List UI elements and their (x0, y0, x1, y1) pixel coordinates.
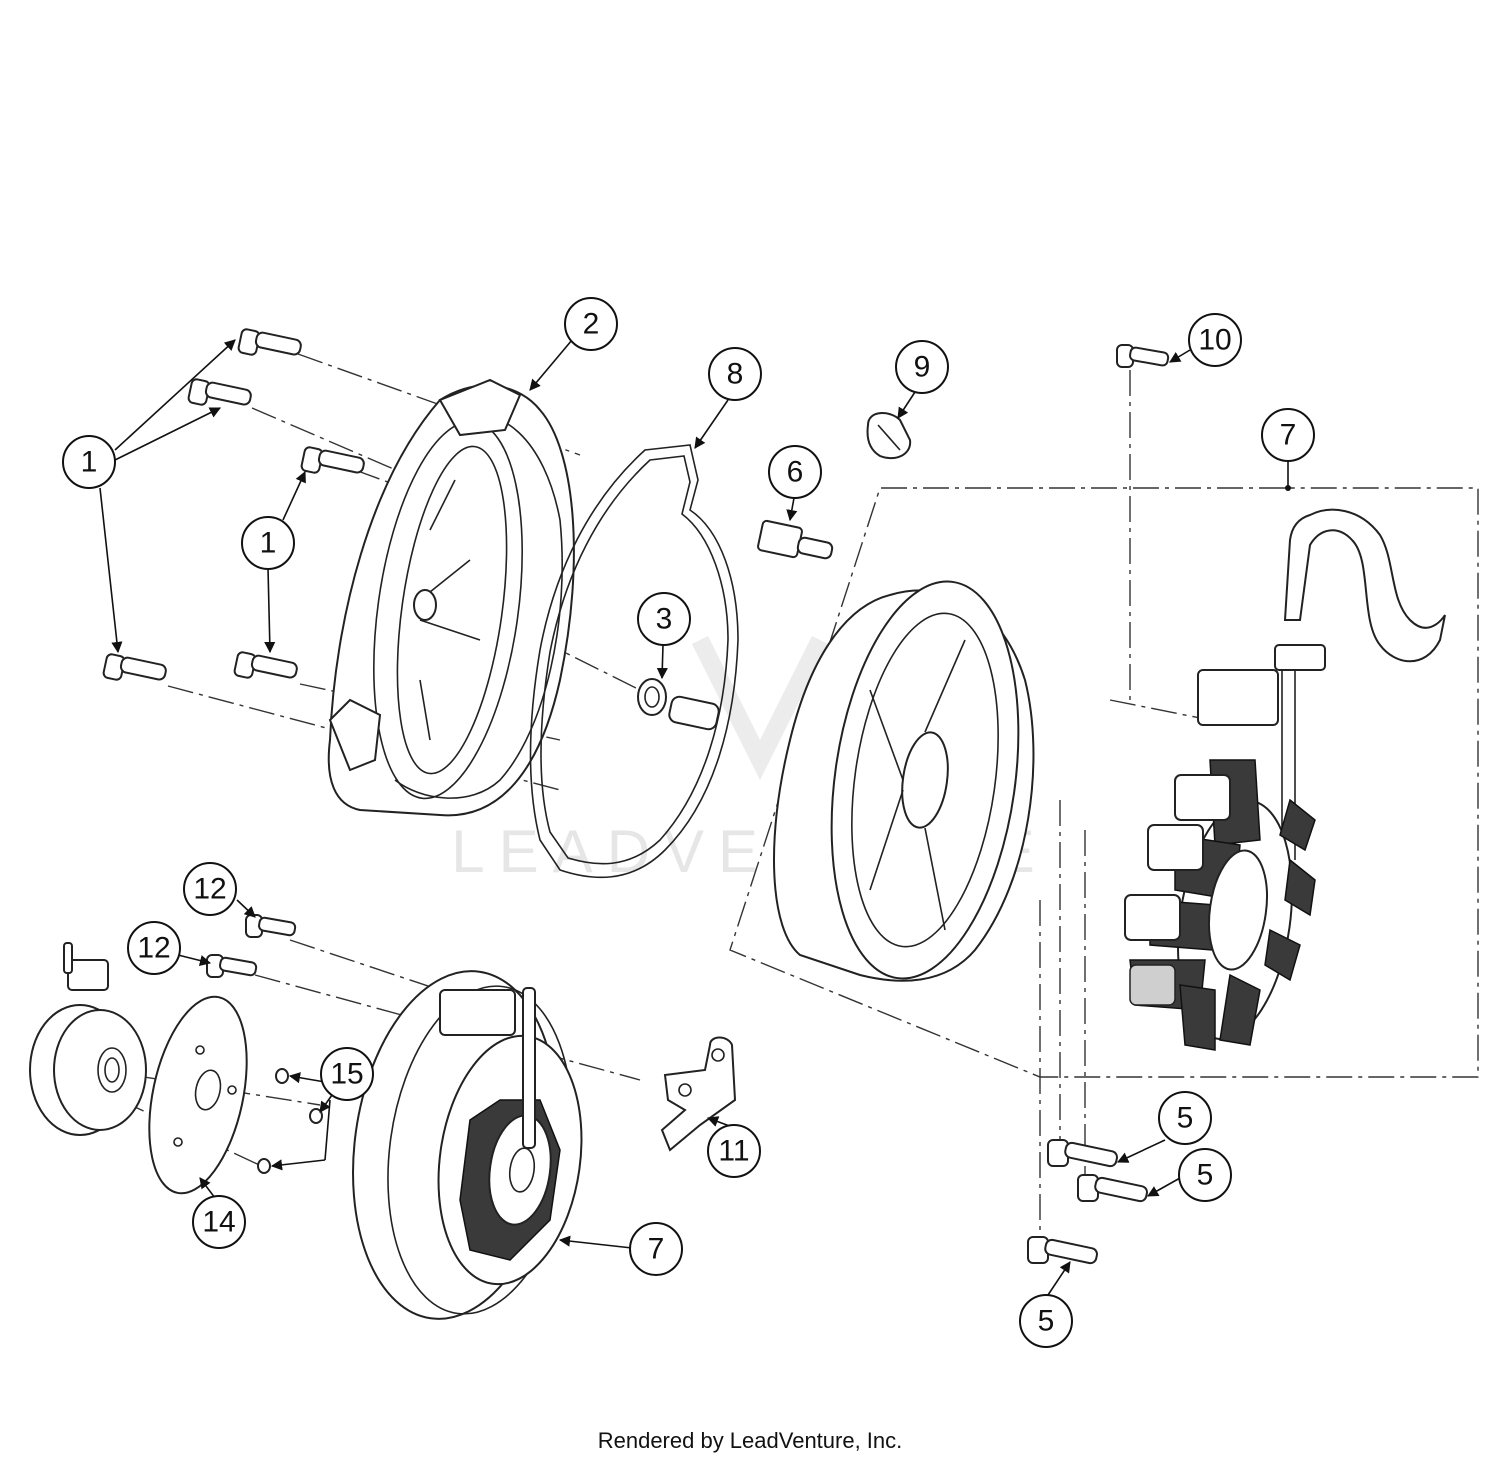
callout-2: 2 (564, 297, 618, 351)
bolt-12-a (245, 914, 297, 938)
screws-15 (257, 1068, 323, 1174)
callout-10-label: 10 (1198, 324, 1231, 357)
clip-9 (866, 412, 912, 460)
stator-cover (327, 378, 575, 817)
callout-9-label: 9 (914, 351, 931, 384)
bolt-1-lower (233, 651, 298, 679)
stator-assembly-lower (352, 970, 583, 1320)
callout-5-upper-label: 5 (1177, 1102, 1194, 1135)
callout-7-right-label: 7 (1280, 419, 1297, 452)
callout-12-upper-label: 12 (193, 873, 226, 906)
leader-lines (99, 339, 1291, 1296)
callout-3: 3 (637, 592, 691, 646)
callout-7-lower-label: 7 (648, 1233, 665, 1266)
bolt-12-b (206, 954, 258, 978)
plate-14 (148, 995, 248, 1195)
bolt-1-top (237, 328, 302, 356)
bolt-10 (1116, 344, 1170, 368)
callout-12-upper: 12 (183, 862, 237, 916)
callout-9: 9 (895, 340, 949, 394)
gasket (529, 444, 739, 879)
callout-11-label: 11 (718, 1135, 749, 1168)
stator-poles (1124, 759, 1316, 1051)
callout-14-label: 14 (202, 1206, 235, 1239)
callout-1-center-label: 1 (260, 527, 277, 560)
callout-7-right: 7 (1261, 408, 1315, 462)
callout-12-lower-label: 12 (137, 932, 170, 965)
footer-credit: Rendered by LeadVenture, Inc. (597, 1428, 903, 1453)
bolt-5-b (1077, 1174, 1148, 1203)
clutch-assembly (29, 942, 147, 1136)
callout-5-lower: 5 (1019, 1294, 1073, 1348)
callout-6: 6 (768, 445, 822, 499)
callout-5-middle: 5 (1178, 1148, 1232, 1202)
callout-15: 15 (320, 1047, 374, 1101)
callout-5-middle-label: 5 (1197, 1159, 1214, 1192)
callout-1-center: 1 (241, 516, 295, 570)
callout-15-label: 15 (330, 1058, 363, 1091)
callout-8-label: 8 (727, 358, 744, 391)
callout-3-label: 3 (656, 603, 673, 636)
callout-11: 11 (707, 1124, 761, 1178)
callout-1-left: 1 (62, 435, 116, 489)
bolt-1-lower-left (102, 653, 167, 681)
flywheel-rotor (772, 580, 1035, 982)
callout-1-left-label: 1 (81, 446, 98, 479)
bolt-5-c (1027, 1236, 1098, 1265)
callout-5-upper: 5 (1158, 1091, 1212, 1145)
spacer-6 (757, 519, 834, 560)
bolt-1-upper (187, 378, 252, 406)
callout-6-label: 6 (787, 456, 804, 489)
bolt-5-a (1047, 1139, 1118, 1168)
callout-7-lower: 7 (629, 1222, 683, 1276)
callout-2-label: 2 (583, 308, 600, 341)
callout-14: 14 (192, 1195, 246, 1249)
callout-10: 10 (1188, 313, 1242, 367)
bolt-1-middle (300, 446, 365, 474)
stator-right (1124, 508, 1446, 1051)
callout-12-lower: 12 (127, 921, 181, 975)
callout-8: 8 (708, 347, 762, 401)
stud-3 (637, 678, 720, 731)
callout-5-lower-label: 5 (1038, 1305, 1055, 1338)
bracket-11 (660, 1036, 737, 1152)
